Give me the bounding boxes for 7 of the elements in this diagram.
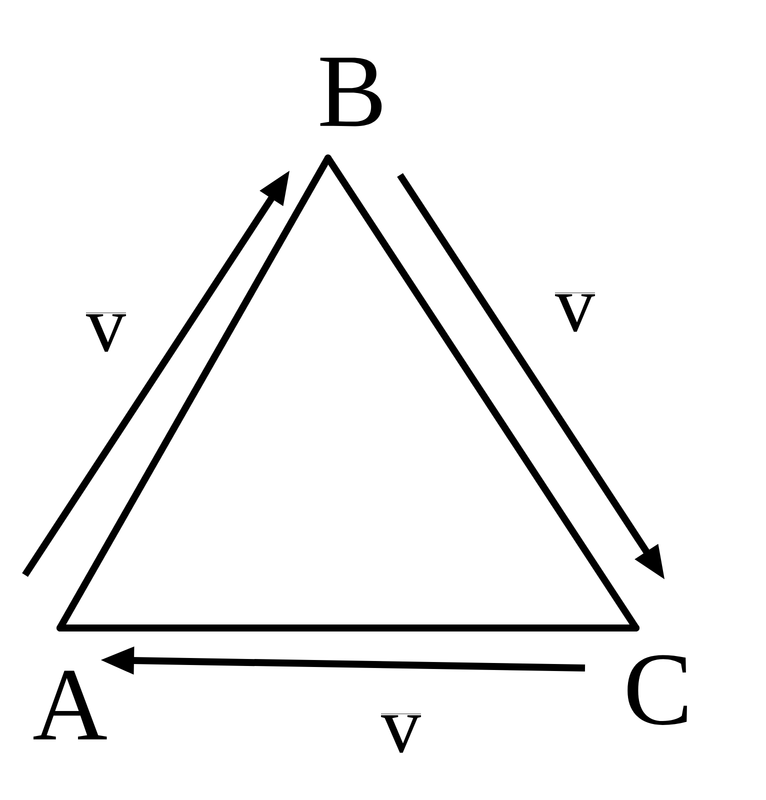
vertex-label: C bbox=[628, 655, 687, 725]
triangle-side bbox=[56, 624, 640, 632]
vertex-label: B bbox=[320, 58, 382, 126]
vertex-label: A bbox=[33, 670, 107, 740]
velocity-label: $\overline{\mathrm{v}}$ bbox=[86, 312, 126, 352]
velocity-label: $\overline{\mathrm{v}}$ bbox=[555, 292, 596, 332]
velocity-label: $\overline{\mathrm{v}}$ bbox=[381, 714, 421, 753]
